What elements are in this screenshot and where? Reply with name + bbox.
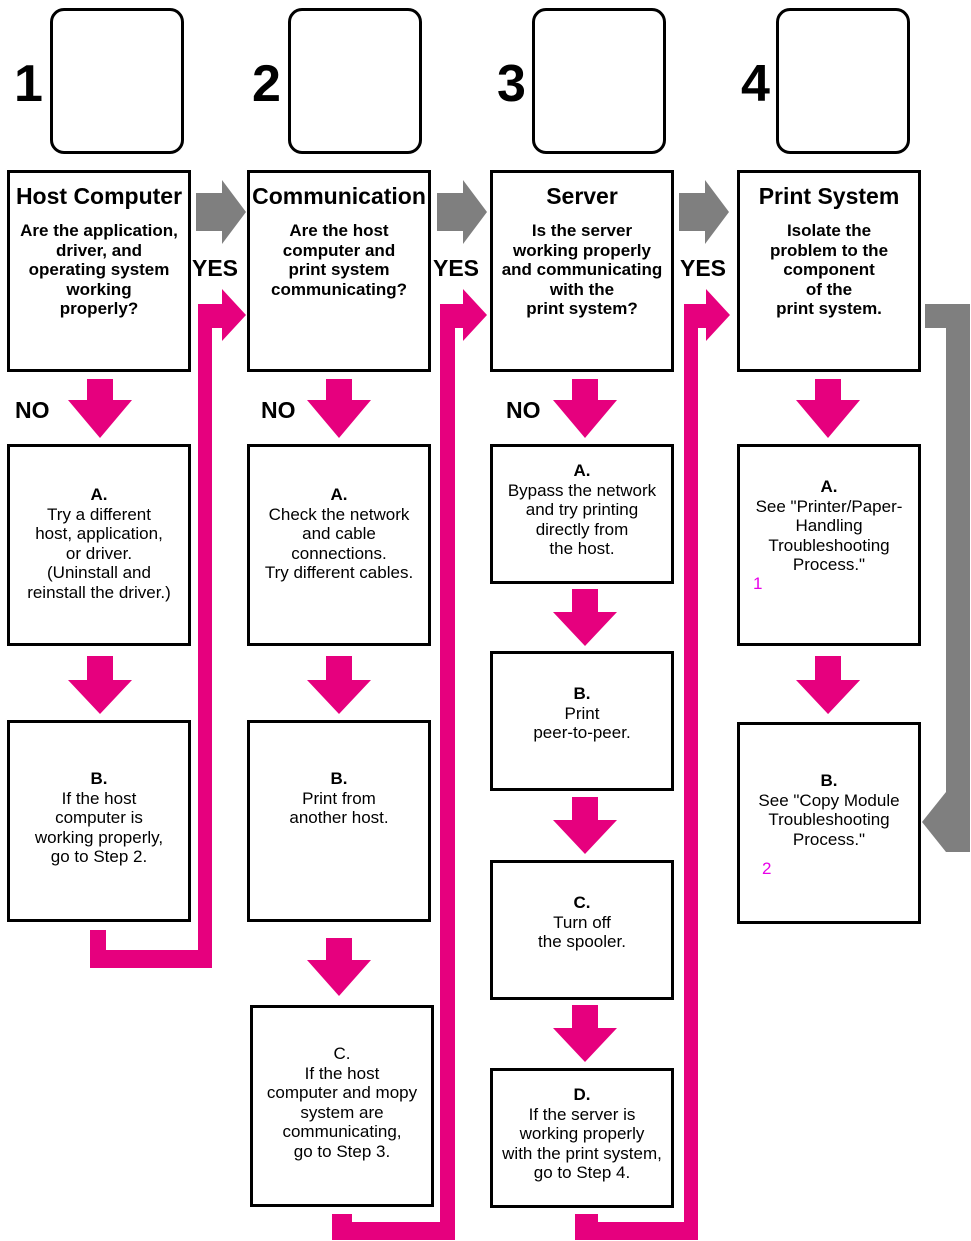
down-arrow-c3-cd <box>553 1005 617 1062</box>
yes-connector-2-3 <box>332 289 487 1240</box>
step-box-c3-d: D. If the server is working properly wit… <box>490 1068 674 1208</box>
step-box-c4-a: A. See "Printer/Paper- Handling Troubles… <box>737 444 921 646</box>
gray-return-arrowhead-fill <box>930 802 962 842</box>
reference-number: 1 <box>753 574 763 593</box>
step-box-c3-a: A. Bypass the network and try printing d… <box>490 444 674 584</box>
step-number-4: 4 <box>741 55 770 113</box>
step-letter: C. <box>573 893 591 912</box>
step-letter: A. <box>820 477 838 496</box>
step-letter: D. <box>573 1085 591 1104</box>
step-text: Print from another host. <box>289 788 389 828</box>
header-box-server: Server Is the server working properly an… <box>490 170 674 372</box>
no-label-3: NO <box>506 397 541 423</box>
yes-label-2: YES <box>433 255 480 281</box>
step-text: Try a different host, application, or dr… <box>27 504 171 602</box>
step-box-c2-b: B. Print from another host. <box>247 720 431 922</box>
gray-arrow-3-4 <box>679 180 729 244</box>
header-box-print-system: Print System Isolate the problem to the … <box>737 170 921 372</box>
column-title: Host Computer <box>15 183 183 209</box>
step-number-2: 2 <box>252 55 281 113</box>
down-arrow-c3-no <box>553 379 617 438</box>
no-label-1: NO <box>15 397 50 423</box>
step-letter: A. <box>90 485 108 504</box>
step-text: Check the network and cable connections.… <box>264 504 414 583</box>
step-text: If the host computer and mopy system are… <box>266 1063 418 1161</box>
step-box-c1-b: B. If the host computer is working prope… <box>7 720 191 922</box>
column-question: Is the server working properly and commu… <box>501 221 663 318</box>
header-box-communication: Communication Are the host computer and … <box>247 170 431 372</box>
step-text: Print peer-to-peer. <box>533 703 631 743</box>
step-text: If the server is working properly with t… <box>502 1104 662 1183</box>
step-letter: B. <box>90 769 108 788</box>
step-box-c4-b: B. See "Copy Module Troubleshooting Proc… <box>737 722 921 924</box>
down-arrow-c1-no <box>68 379 132 438</box>
down-arrow-c1-ab <box>68 656 132 714</box>
step-letter: A. <box>330 485 348 504</box>
step-box-c1-a: A. Try a different host, application, or… <box>7 444 191 646</box>
down-arrow-c3-ab <box>553 589 617 646</box>
step-text: If the host computer is working properly… <box>34 788 164 867</box>
yes-connector-1-2 <box>90 289 246 968</box>
gray-arrow-2-3 <box>437 180 487 244</box>
yes-label-3: YES <box>680 255 727 281</box>
step-letter: C. <box>333 1044 351 1063</box>
yes-label-1: YES <box>192 255 239 281</box>
step-letter: B. <box>573 684 591 703</box>
step-text: Bypass the network and try printing dire… <box>507 480 657 559</box>
step-box-c2-c: C. If the host computer and mopy system … <box>250 1005 434 1207</box>
column-question: Are the application, driver, and operati… <box>20 221 178 318</box>
step-box-c3-b: B. Print peer-to-peer. <box>490 651 674 791</box>
no-label-2: NO <box>261 397 296 423</box>
step-text: Turn off the spooler. <box>538 912 626 952</box>
down-arrow-c3-bc <box>553 797 617 854</box>
reference-number: 2 <box>762 859 772 878</box>
step-letter: B. <box>820 771 838 790</box>
column-title: Communication <box>252 183 426 209</box>
column-title: Print System <box>758 183 900 209</box>
column-question: Are the host computer and print system c… <box>270 221 407 299</box>
step-number-1: 1 <box>14 55 43 113</box>
step-letter: A. <box>573 461 591 480</box>
step-text: See "Copy Module Troubleshooting Process… <box>758 790 900 849</box>
icon-frame-2 <box>288 8 422 154</box>
down-arrow-c2-bc <box>307 938 371 996</box>
icon-frame-1 <box>50 8 184 154</box>
yes-connector-3-4 <box>575 289 730 1240</box>
gray-return-connector <box>925 304 970 852</box>
step-number-3: 3 <box>497 55 526 113</box>
column-question: Isolate the problem to the component of … <box>769 221 889 318</box>
icon-frame-4 <box>776 8 910 154</box>
icon-frame-3 <box>532 8 666 154</box>
gray-arrow-1-2 <box>196 180 246 244</box>
step-letter: B. <box>330 769 348 788</box>
down-arrow-c2-no <box>307 379 371 438</box>
step-box-c2-a: A. Check the network and cable connectio… <box>247 444 431 646</box>
step-text: See "Printer/Paper- Handling Troubleshoo… <box>755 496 903 575</box>
down-arrow-c4-a <box>796 379 860 438</box>
down-arrow-c2-ab <box>307 656 371 714</box>
column-title: Server <box>546 183 618 209</box>
step-box-c3-c: C. Turn off the spooler. <box>490 860 674 1000</box>
header-box-host-computer: Host Computer Are the application, drive… <box>7 170 191 372</box>
